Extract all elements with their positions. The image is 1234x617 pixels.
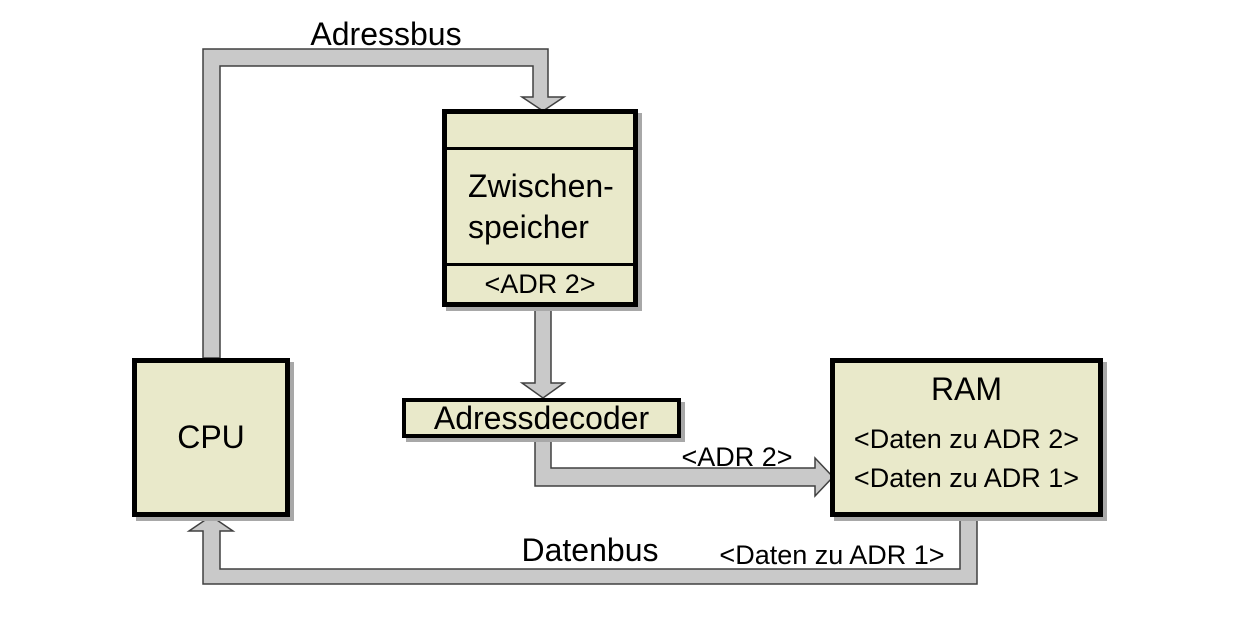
ram-label: RAM [930,371,1003,407]
buffer-divider-top [447,147,633,150]
buffer-title-line1: Zwischen- [468,167,614,204]
buffer-title: Zwischen- speicher [447,150,633,263]
decoder-to-ram-pipe-arrow [534,437,835,498]
address-decoder-label: Adressdecoder [433,399,650,436]
ram-data-row-adr2: <Daten zu ADR 2> [853,424,1080,454]
buffer-slot-value: <ADR 2> [484,268,596,299]
ram-data-row-adr1: <Daten zu ADR 1> [853,463,1080,493]
cpu-node: CPU [132,358,290,517]
addressbus-pipe-arrow [202,48,567,359]
ram-node: RAM <Daten zu ADR 2> <Daten zu ADR 1> [830,358,1103,517]
decoder-to-ram-bus-label: <ADR 2> [681,442,793,472]
buffer-title-line2: speicher [468,208,589,245]
buffer-node: Zwischen- speicher <ADR 2> [442,109,638,307]
databus-data-label: <Daten zu ADR 1> [719,540,945,570]
buffer-empty-slot [447,114,633,147]
databus-pipe-arrow [186,515,978,585]
cpu-label: CPU [177,419,245,455]
buffer-to-decoder-pipe-arrow [519,306,567,399]
addressbus-label: Adressbus [310,16,462,52]
address-decoder-node: Adressdecoder [402,398,681,438]
databus-label: Datenbus [521,532,659,568]
buffer-divider-bottom [447,263,633,266]
